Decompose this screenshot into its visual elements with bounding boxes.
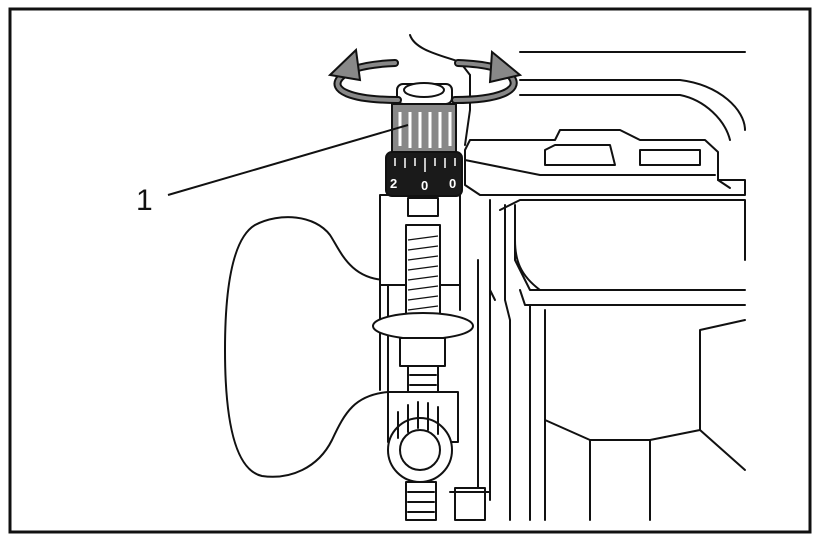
rod-threads	[407, 235, 439, 311]
lock-knob	[387, 391, 491, 521]
scale-label-center: 0	[421, 178, 428, 193]
callout-number-1: 1	[136, 184, 153, 217]
threaded-stopper-pole	[372, 194, 474, 395]
arrow-left-head	[327, 47, 362, 82]
arrow-right-head	[488, 49, 523, 84]
scale-label-right: 0	[449, 176, 456, 191]
rotation-arrows	[327, 47, 523, 104]
router-motor-housing	[477, 199, 746, 521]
scale-label-left: 2	[390, 176, 397, 191]
knob-grip-ridges	[398, 112, 452, 148]
depth-adjusting-knob: 2 0 0	[385, 82, 463, 197]
stopper-block	[464, 129, 746, 196]
callout-leader-line	[167, 124, 409, 196]
router-handle	[224, 216, 389, 478]
